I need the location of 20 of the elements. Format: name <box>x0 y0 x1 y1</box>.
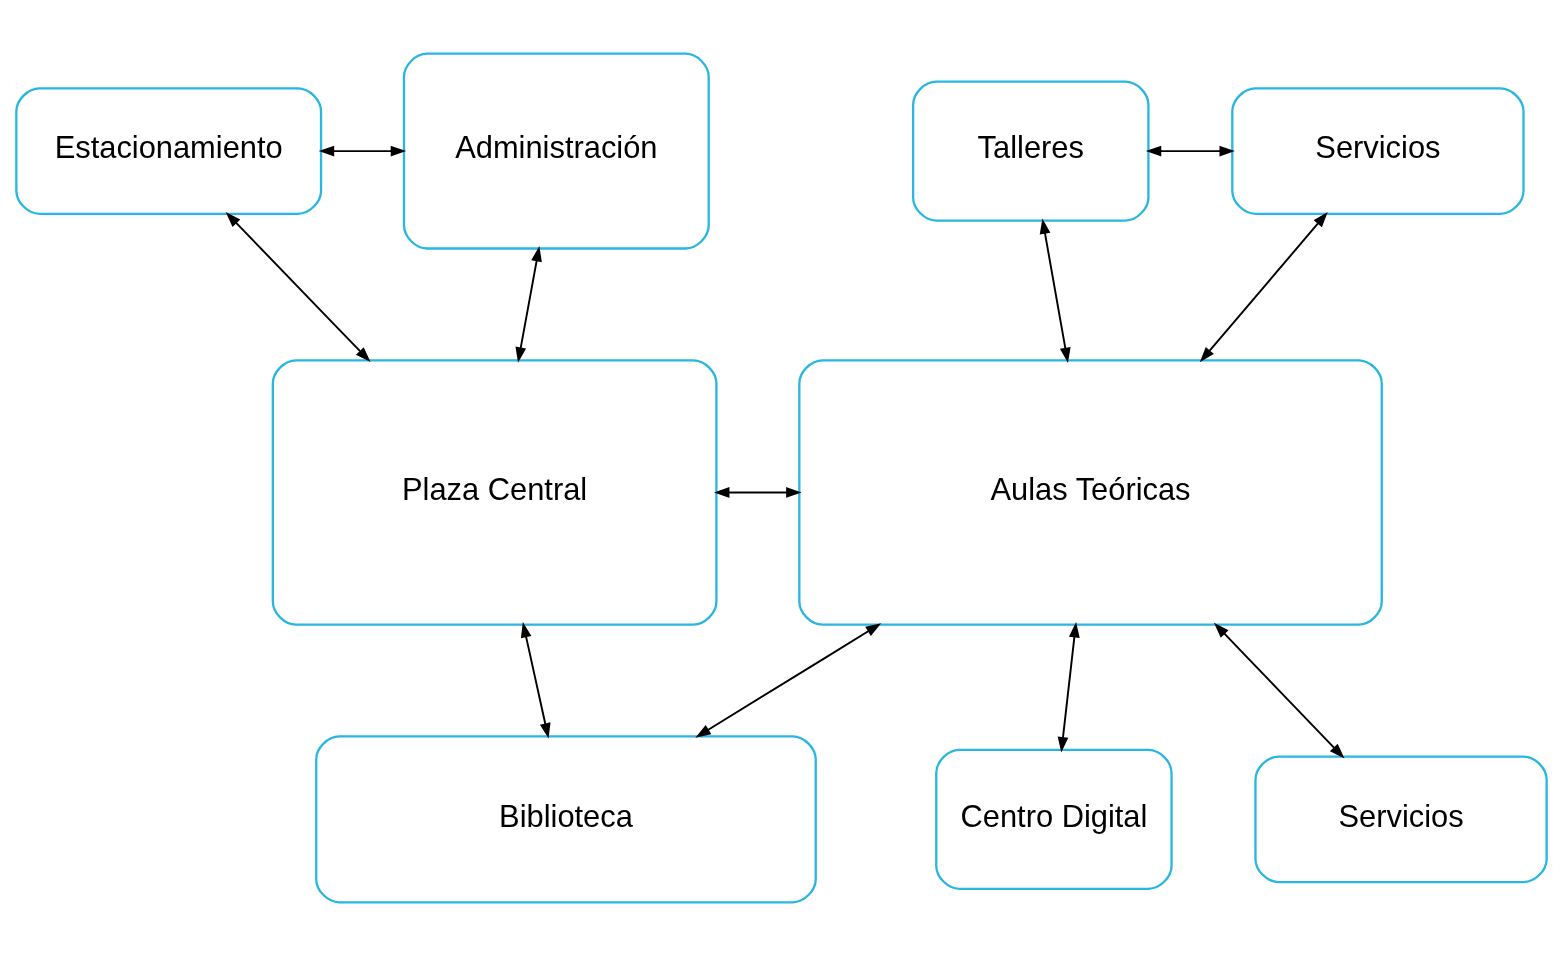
arrow <box>695 622 882 738</box>
arrow <box>1199 211 1328 362</box>
node-box: Plaza Central <box>271 358 718 626</box>
arrow <box>520 621 551 739</box>
arrow <box>1213 622 1345 759</box>
node-box: Aulas Teóricas <box>798 358 1383 626</box>
node-box: Administración <box>402 52 710 250</box>
arrow <box>515 245 542 363</box>
node-box: Centro Digital <box>935 748 1173 890</box>
node-box: Biblioteca <box>315 734 817 903</box>
node-box: Estacionamiento <box>15 86 323 215</box>
arrow <box>1145 145 1235 157</box>
arrow <box>714 486 802 498</box>
arrow <box>318 145 407 157</box>
node-box: Servicios <box>1254 755 1548 883</box>
arrow <box>1057 621 1080 752</box>
node-box: Talleres <box>911 80 1150 222</box>
arrow <box>1039 217 1071 363</box>
node-box: Servicios <box>1231 86 1525 215</box>
arrow <box>225 211 371 362</box>
